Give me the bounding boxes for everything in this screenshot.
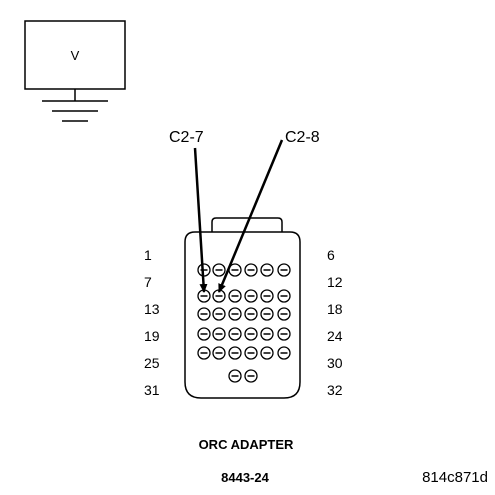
pin-cavity-13 [197,307,211,321]
pin-label-1: 1 [144,247,152,263]
pin-label-19: 19 [144,328,160,344]
pin-cavity-32 [244,369,258,383]
voltmeter-symbol: V [71,48,80,63]
pin-cavity-11 [260,289,274,303]
pin-label-6: 6 [327,247,335,263]
pin-cavity-30 [277,346,291,360]
pin-cavity-10 [244,289,258,303]
pin-cavity-24 [277,327,291,341]
figure-id: 814c871d [422,469,488,486]
pin-cavity-28 [244,346,258,360]
pin-cavity-23 [260,327,274,341]
voltmeter: V [24,20,126,122]
pin-label-18: 18 [327,301,343,317]
pin-cavity-9 [228,289,242,303]
pin-cavity-2 [212,263,226,277]
pin-cavity-17 [260,307,274,321]
adapter-name: ORC ADAPTER [199,437,294,452]
pin-cavity-31 [228,369,242,383]
pin-cavity-18 [277,307,291,321]
callout-c2-8-arrow [217,139,284,293]
orc-adapter-connector [184,217,301,399]
pin-cavity-29 [260,346,274,360]
voltmeter-box [24,20,126,90]
callout-c2-7-arrow [193,147,208,293]
pin-cavity-25 [197,346,211,360]
pin-cavity-4 [244,263,258,277]
pin-cavity-6 [277,263,291,277]
ground-icon [42,89,108,122]
pin-cavity-21 [228,327,242,341]
pin-label-25: 25 [144,355,160,371]
pin-cavity-19 [197,327,211,341]
pin-cavity-20 [212,327,226,341]
callout-c2-7: C2-7 [169,129,204,146]
pin-label-31: 31 [144,382,160,398]
pin-cavity-26 [212,346,226,360]
pin-cavity-5 [260,263,274,277]
pin-cavity-14 [212,307,226,321]
callout-c2-8: C2-8 [285,129,320,146]
pin-cavity-22 [244,327,258,341]
adapter-part-number: 8443-24 [221,470,269,485]
pin-label-13: 13 [144,301,160,317]
pin-cavity-12 [277,289,291,303]
pin-cavity-grid [197,263,291,383]
pin-label-32: 32 [327,382,343,398]
pin-cavity-16 [244,307,258,321]
connector-key-tab [211,217,283,232]
connector-housing [184,231,301,399]
pin-cavity-15 [228,307,242,321]
pin-label-24: 24 [327,328,343,344]
pin-label-7: 7 [144,274,152,290]
pin-label-12: 12 [327,274,343,290]
pin-cavity-27 [228,346,242,360]
pin-label-30: 30 [327,355,343,371]
